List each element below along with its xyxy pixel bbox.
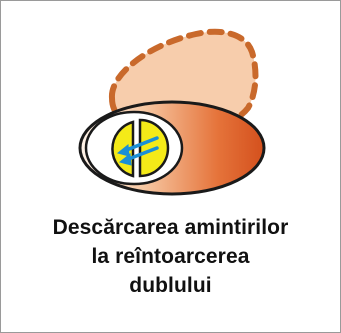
caption: Descărcarea amintirilor la reîntoarcerea… xyxy=(0,213,341,300)
caption-line-3: dublului xyxy=(0,271,341,300)
memory-download-illustration xyxy=(0,0,341,215)
caption-line-2: la reîntoarcerea xyxy=(0,242,341,271)
caption-line-1: Descărcarea amintirilor xyxy=(0,213,341,242)
